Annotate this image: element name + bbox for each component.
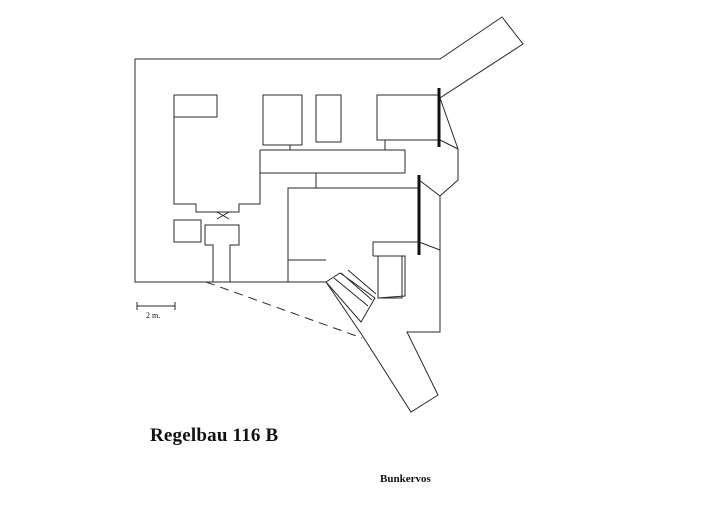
- room-upper-left: [173, 94, 218, 118]
- dashed-shield-line: [205, 281, 363, 339]
- room-right-small: [377, 255, 403, 299]
- drawing-credit: Bunkervos: [380, 473, 431, 485]
- room-small-left: [173, 219, 202, 243]
- corridor-lower: [260, 140, 386, 174]
- stair-steps: [325, 269, 377, 323]
- room-upper-right: [376, 94, 440, 141]
- entrance-throat: [373, 255, 406, 299]
- outer-outline: [134, 16, 524, 413]
- corridor: [260, 149, 406, 261]
- drawing-title: Regelbau 116 B: [150, 425, 279, 446]
- room-large-left: [173, 117, 261, 213]
- entrance-upper: [418, 139, 459, 251]
- passage-left: [204, 224, 240, 283]
- room-upper-middle-1: [262, 94, 303, 146]
- passage-left-detail: [216, 211, 230, 220]
- room-central: [287, 187, 420, 282]
- room-upper-middle-2: [315, 94, 342, 143]
- scale-bar: [136, 302, 176, 310]
- scale-bar-label: 2 m.: [146, 311, 161, 320]
